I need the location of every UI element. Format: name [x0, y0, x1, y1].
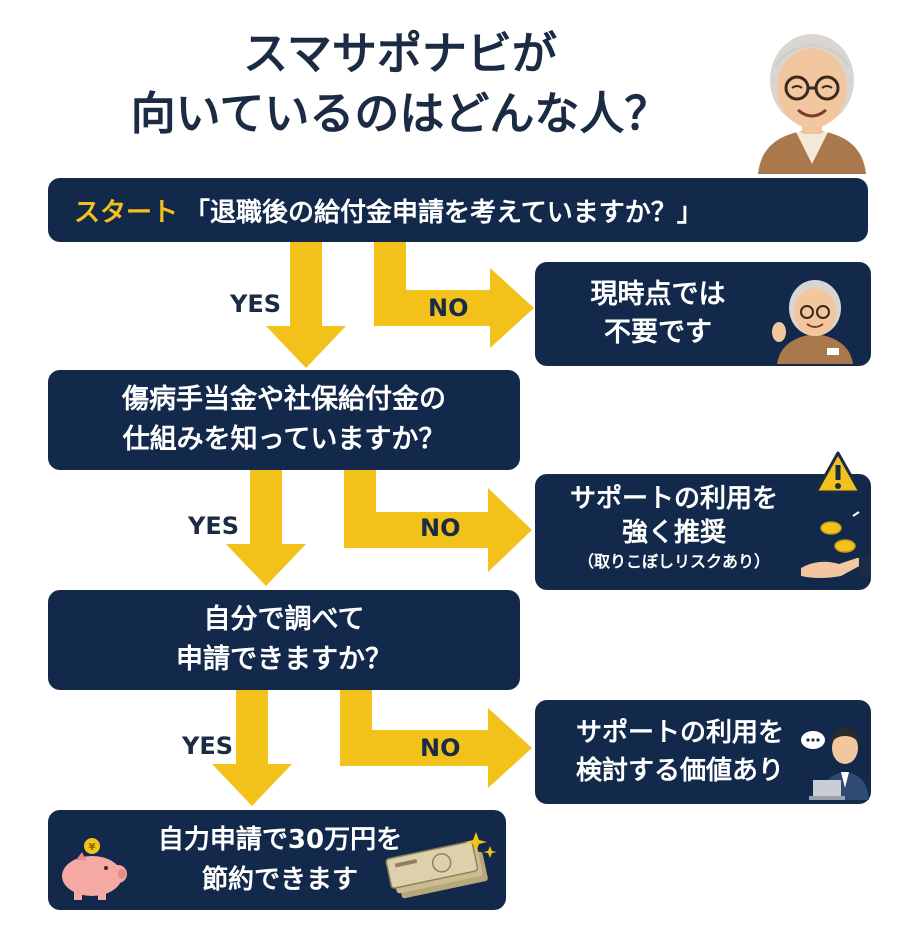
no-label-2: NO: [420, 514, 461, 542]
no-label-1: NO: [428, 294, 469, 322]
question-2-line-2: 申請できますか？: [176, 644, 392, 675]
banknotes-icon: [385, 832, 497, 899]
result-2-note: （取りこぼしリスクあり）: [577, 552, 770, 571]
yes-arrow-3: [212, 690, 292, 806]
start-tag: スタート: [74, 197, 179, 228]
yes-label-3: YES: [182, 732, 234, 760]
title-line-1: スマサポナビが: [243, 27, 557, 80]
result-2-line-2: 強く推奨: [621, 518, 726, 548]
office-worker-laptop-icon: [801, 728, 869, 800]
result-box-2: サポートの利用を 強く推奨 （取りこぼしリスクあり）: [535, 451, 871, 590]
result-box-3: サポートの利用を 検討する価値あり: [535, 700, 871, 804]
coins-hand-icon: [801, 511, 871, 578]
question-box-1: 傷病手当金や社保給付金の 仕組みを知っていますか？: [48, 370, 520, 470]
warning-icon: [814, 451, 862, 494]
result-3-line-2: 検討する価値あり: [575, 756, 784, 786]
piggy-bank-icon: ¥: [62, 838, 127, 900]
result-2-line-1: サポートの利用を: [569, 484, 778, 514]
end-line-1: 自力申請で30万円を: [157, 825, 403, 855]
start-question: 「退職後の給付金申請を考えていますか？」: [184, 197, 703, 228]
no-arrow-1: [374, 242, 534, 348]
no-arrow-2: [344, 470, 532, 572]
end-box: ¥ 自力申請で30万円を 節約できます: [48, 810, 506, 910]
result-3-line-1: サポートの利用を: [575, 718, 784, 748]
question-1-line-2: 仕組みを知っていますか？: [122, 424, 446, 455]
yes-label-1: YES: [230, 290, 282, 318]
yes-label-2: YES: [188, 512, 240, 540]
end-line-2: 節約できます: [201, 865, 358, 895]
svg-text:¥: ¥: [89, 842, 96, 853]
no-label-3: NO: [420, 734, 461, 762]
title-line-2: 向いているのはどんな人？: [130, 87, 670, 140]
yes-arrow-1: [266, 242, 346, 368]
waving-elderly-man-icon: [772, 280, 853, 364]
elderly-man-icon: [758, 34, 866, 174]
start-box: スタート 「退職後の給付金申請を考えていますか？」: [48, 178, 868, 242]
yes-arrow-2: [226, 470, 306, 586]
no-arrow-3: [340, 690, 532, 788]
result-1-line-1: 現時点では: [590, 279, 726, 310]
question-1-line-1: 傷病手当金や社保給付金の: [122, 384, 446, 415]
question-box-2: 自分で調べて 申請できますか？: [48, 590, 520, 690]
result-box-1: 現時点では 不要です: [535, 262, 871, 366]
question-2-line-1: 自分で調べて: [203, 604, 365, 635]
result-1-line-2: 不要です: [604, 317, 712, 348]
